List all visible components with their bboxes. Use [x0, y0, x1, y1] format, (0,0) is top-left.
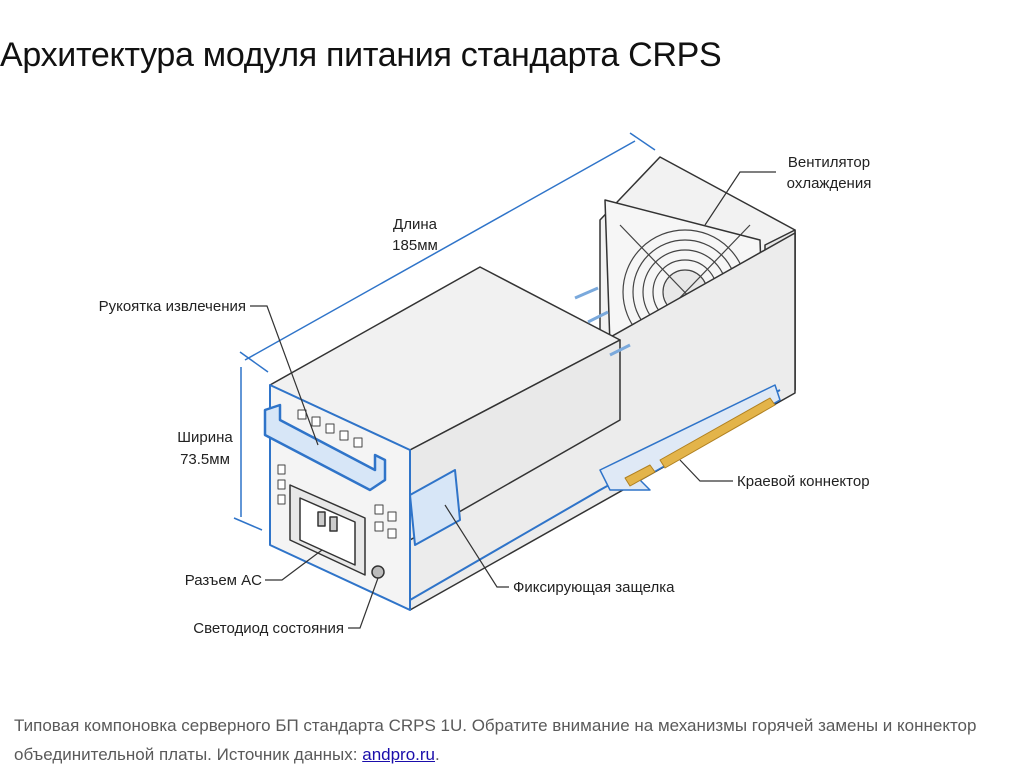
handle [263, 403, 387, 492]
latch-label: Фиксирующая защелка [513, 579, 675, 596]
crps-psu-diagram: Длина 185мм Вентилятор охлаждения Рукоят… [99, 132, 872, 637]
status-led-label: Светодиод состояния [193, 620, 344, 637]
edge-connector-gold-small [624, 464, 656, 487]
figure-caption: Типовая компоновка серверного БП стандар… [14, 711, 994, 769]
width-label: Ширина [177, 429, 233, 446]
latch [409, 469, 461, 546]
length-dimension-line [244, 140, 636, 361]
caption-text: Типовая компоновка серверного БП стандар… [14, 716, 977, 764]
width-value: 73.5мм [180, 451, 230, 468]
vent-grille [277, 409, 397, 539]
ac-connector-label: Разъем AC [185, 572, 262, 589]
fan-label-line1: Вентилятор [788, 154, 870, 171]
edge-connector-gold [659, 397, 776, 469]
caption-end: . [435, 745, 440, 764]
edge-connector-label: Краевой коннектор [737, 473, 870, 490]
handle-label: Рукоятка извлечения [99, 298, 246, 315]
source-link[interactable]: andpro.ru [362, 745, 436, 764]
page-title: Архитектура модуля питания стандарта CRP… [0, 36, 722, 74]
length-value: 185мм [392, 237, 438, 254]
status-led [371, 565, 385, 579]
fan-label-line2: охлаждения [787, 175, 872, 192]
airflow-arrows [574, 286, 631, 357]
length-label: Длина [393, 216, 438, 233]
